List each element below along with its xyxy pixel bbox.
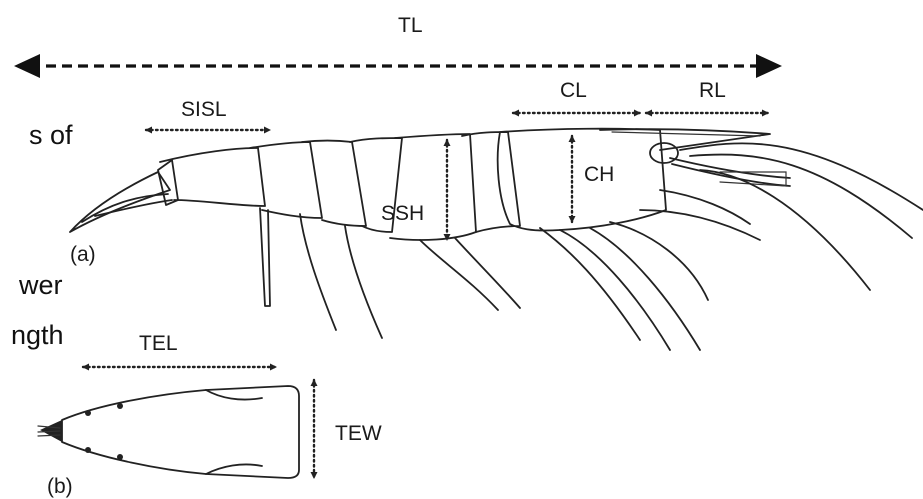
eye (650, 143, 678, 163)
walking-leg-1 (540, 228, 640, 340)
telson-drawing: TEL TEW (38, 332, 382, 478)
walking-leg-3 (590, 228, 700, 350)
ssh-measure: SSH (381, 140, 447, 240)
walking-leg-5 (640, 210, 760, 240)
tew-label: TEW (335, 422, 382, 445)
telson-inner-bottom (206, 464, 262, 474)
tel-label: TEL (139, 332, 178, 355)
pleopod-3 (345, 226, 382, 338)
telson-outline (62, 386, 299, 478)
pleopod-4 (420, 240, 498, 310)
shrimp-drawing (70, 129, 923, 350)
carapace (498, 129, 666, 231)
sisl-measure: SISL (146, 98, 270, 130)
abdomen-segment-6 (160, 148, 265, 206)
telson-inner-top (206, 390, 262, 400)
pleopod-5 (455, 238, 520, 308)
telson-base (158, 160, 178, 205)
pleopod-1 (260, 208, 270, 306)
telson-spine-dot-3 (85, 447, 91, 453)
cl-rl-measures: CL RL (513, 79, 768, 113)
panel-a-label: (a) (70, 243, 96, 266)
tl-label: TL (398, 14, 423, 37)
walking-leg-4 (610, 222, 708, 300)
tl-measure: TL (14, 14, 782, 78)
rl-label: RL (699, 79, 726, 102)
sisl-label: SISL (181, 98, 227, 121)
antenna-long-2 (690, 155, 912, 238)
antenna-long-1 (680, 143, 923, 210)
pleopod-2 (300, 214, 336, 330)
uropod-inner (82, 194, 168, 222)
walking-leg-2 (560, 230, 670, 350)
panel-b-label: (b) (47, 475, 73, 498)
antenna-long-3 (700, 170, 870, 290)
telson-spine-dot-2 (117, 403, 123, 409)
ssh-label: SSH (381, 202, 424, 225)
ch-measure: CH (572, 136, 614, 222)
telson-spine-dot-1 (85, 410, 91, 416)
cl-label: CL (560, 79, 587, 102)
telson-spine-dot-4 (117, 454, 123, 460)
tl-arrowhead-right-icon (756, 54, 782, 78)
ch-label: CH (584, 163, 614, 186)
tl-arrowhead-left-icon (14, 54, 40, 78)
